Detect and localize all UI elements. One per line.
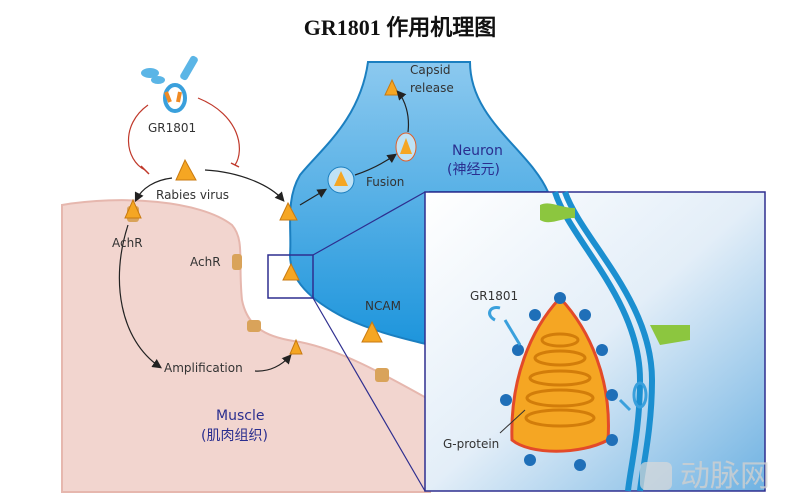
label-inset-gr1801: GR1801	[470, 289, 518, 303]
label-achr-mid: AchR	[190, 255, 221, 269]
label-rabies-virus: Rabies virus	[156, 188, 229, 202]
capsid-icon	[384, 78, 400, 96]
label-ncam: NCAM	[365, 299, 401, 313]
arrow-to-release	[254, 354, 292, 372]
arrow-amplification	[118, 224, 162, 369]
watermark-logo	[640, 462, 672, 490]
label-neuron-cn: (神经元)	[447, 162, 500, 178]
inhibition-arc-right	[197, 97, 240, 166]
gr1801-antibody-icon	[141, 55, 198, 113]
achr-receptor-lower	[247, 320, 261, 332]
arrow-to-fusion	[299, 188, 328, 206]
label-release: release	[410, 81, 454, 95]
inset-antibody-icon-2	[618, 381, 648, 412]
g-protein-pointer	[499, 409, 526, 434]
label-g-protein: G-protein	[443, 437, 499, 451]
virus-amplification-icon	[289, 338, 303, 355]
muscle-tissue	[61, 199, 431, 493]
label-achr-left: AchR	[112, 236, 143, 250]
neuron-cell	[288, 61, 550, 347]
arrow-capsid	[396, 90, 410, 133]
zoom-inset-panel: GR1801 G-protein 动脉网	[424, 190, 770, 494]
virus-at-neuron-icon	[279, 201, 298, 221]
arrow-to-achr	[134, 177, 173, 203]
inset-antibody-icon-1	[488, 305, 522, 346]
label-amplification: Amplification	[164, 361, 243, 375]
arrow-to-neuron	[204, 169, 285, 202]
virus-ncam-icon	[361, 320, 383, 343]
virus-at-achr-icon	[124, 198, 142, 219]
label-neuron: Neuron	[452, 143, 503, 159]
label-capsid: Capsid	[410, 63, 451, 77]
ncam-receptor-mid-icon	[650, 325, 690, 345]
achr-receptor-bottom	[375, 368, 389, 382]
g-protein-dots	[500, 292, 618, 471]
virus-in-box-icon	[282, 262, 300, 281]
label-muscle: Muscle	[216, 408, 264, 424]
arrow-fusion-vesicle	[354, 153, 397, 176]
diagram-title: GR1801 作用机理图	[303, 15, 497, 40]
inhibition-arc-left	[127, 104, 149, 171]
watermark-text: 动脉网	[680, 459, 770, 494]
rabies-virus-icon	[175, 158, 197, 181]
ncam-receptor-top-icon	[540, 203, 575, 223]
label-gr1801: GR1801	[148, 121, 196, 135]
achr-receptor-mid	[232, 254, 242, 270]
zoom-source-box	[267, 254, 314, 299]
label-muscle-cn: (肌肉组织)	[201, 428, 268, 444]
label-fusion: Fusion	[366, 175, 404, 189]
